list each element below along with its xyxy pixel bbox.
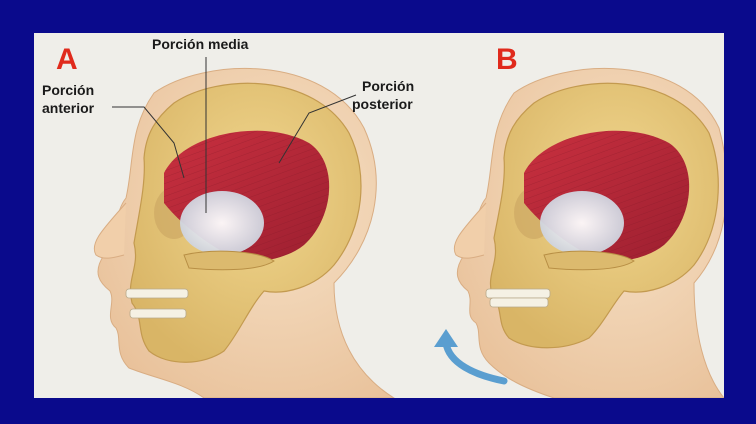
head-b-nose [454,203,486,258]
head-b-tendon [540,191,624,255]
label-media: Porción media [152,36,249,52]
label-anterior-line1: Porción [42,82,94,98]
head-a-nose [94,203,126,258]
head-a-tendon [180,191,264,255]
label-anterior-line2: anterior [42,100,95,116]
illustration-panel: A B Porción anterior Porción media Porci… [34,33,724,398]
label-posterior-line1: Porción [362,78,414,94]
panel-letter-a: A [56,43,78,76]
head-b [434,68,724,398]
panel-letter-b: B [496,43,518,76]
head-b-teeth [486,289,550,307]
temporalis-diagram: A B Porción anterior Porción media Porci… [34,33,724,398]
label-posterior-line2: posterior [352,96,413,112]
head-a [94,68,394,398]
